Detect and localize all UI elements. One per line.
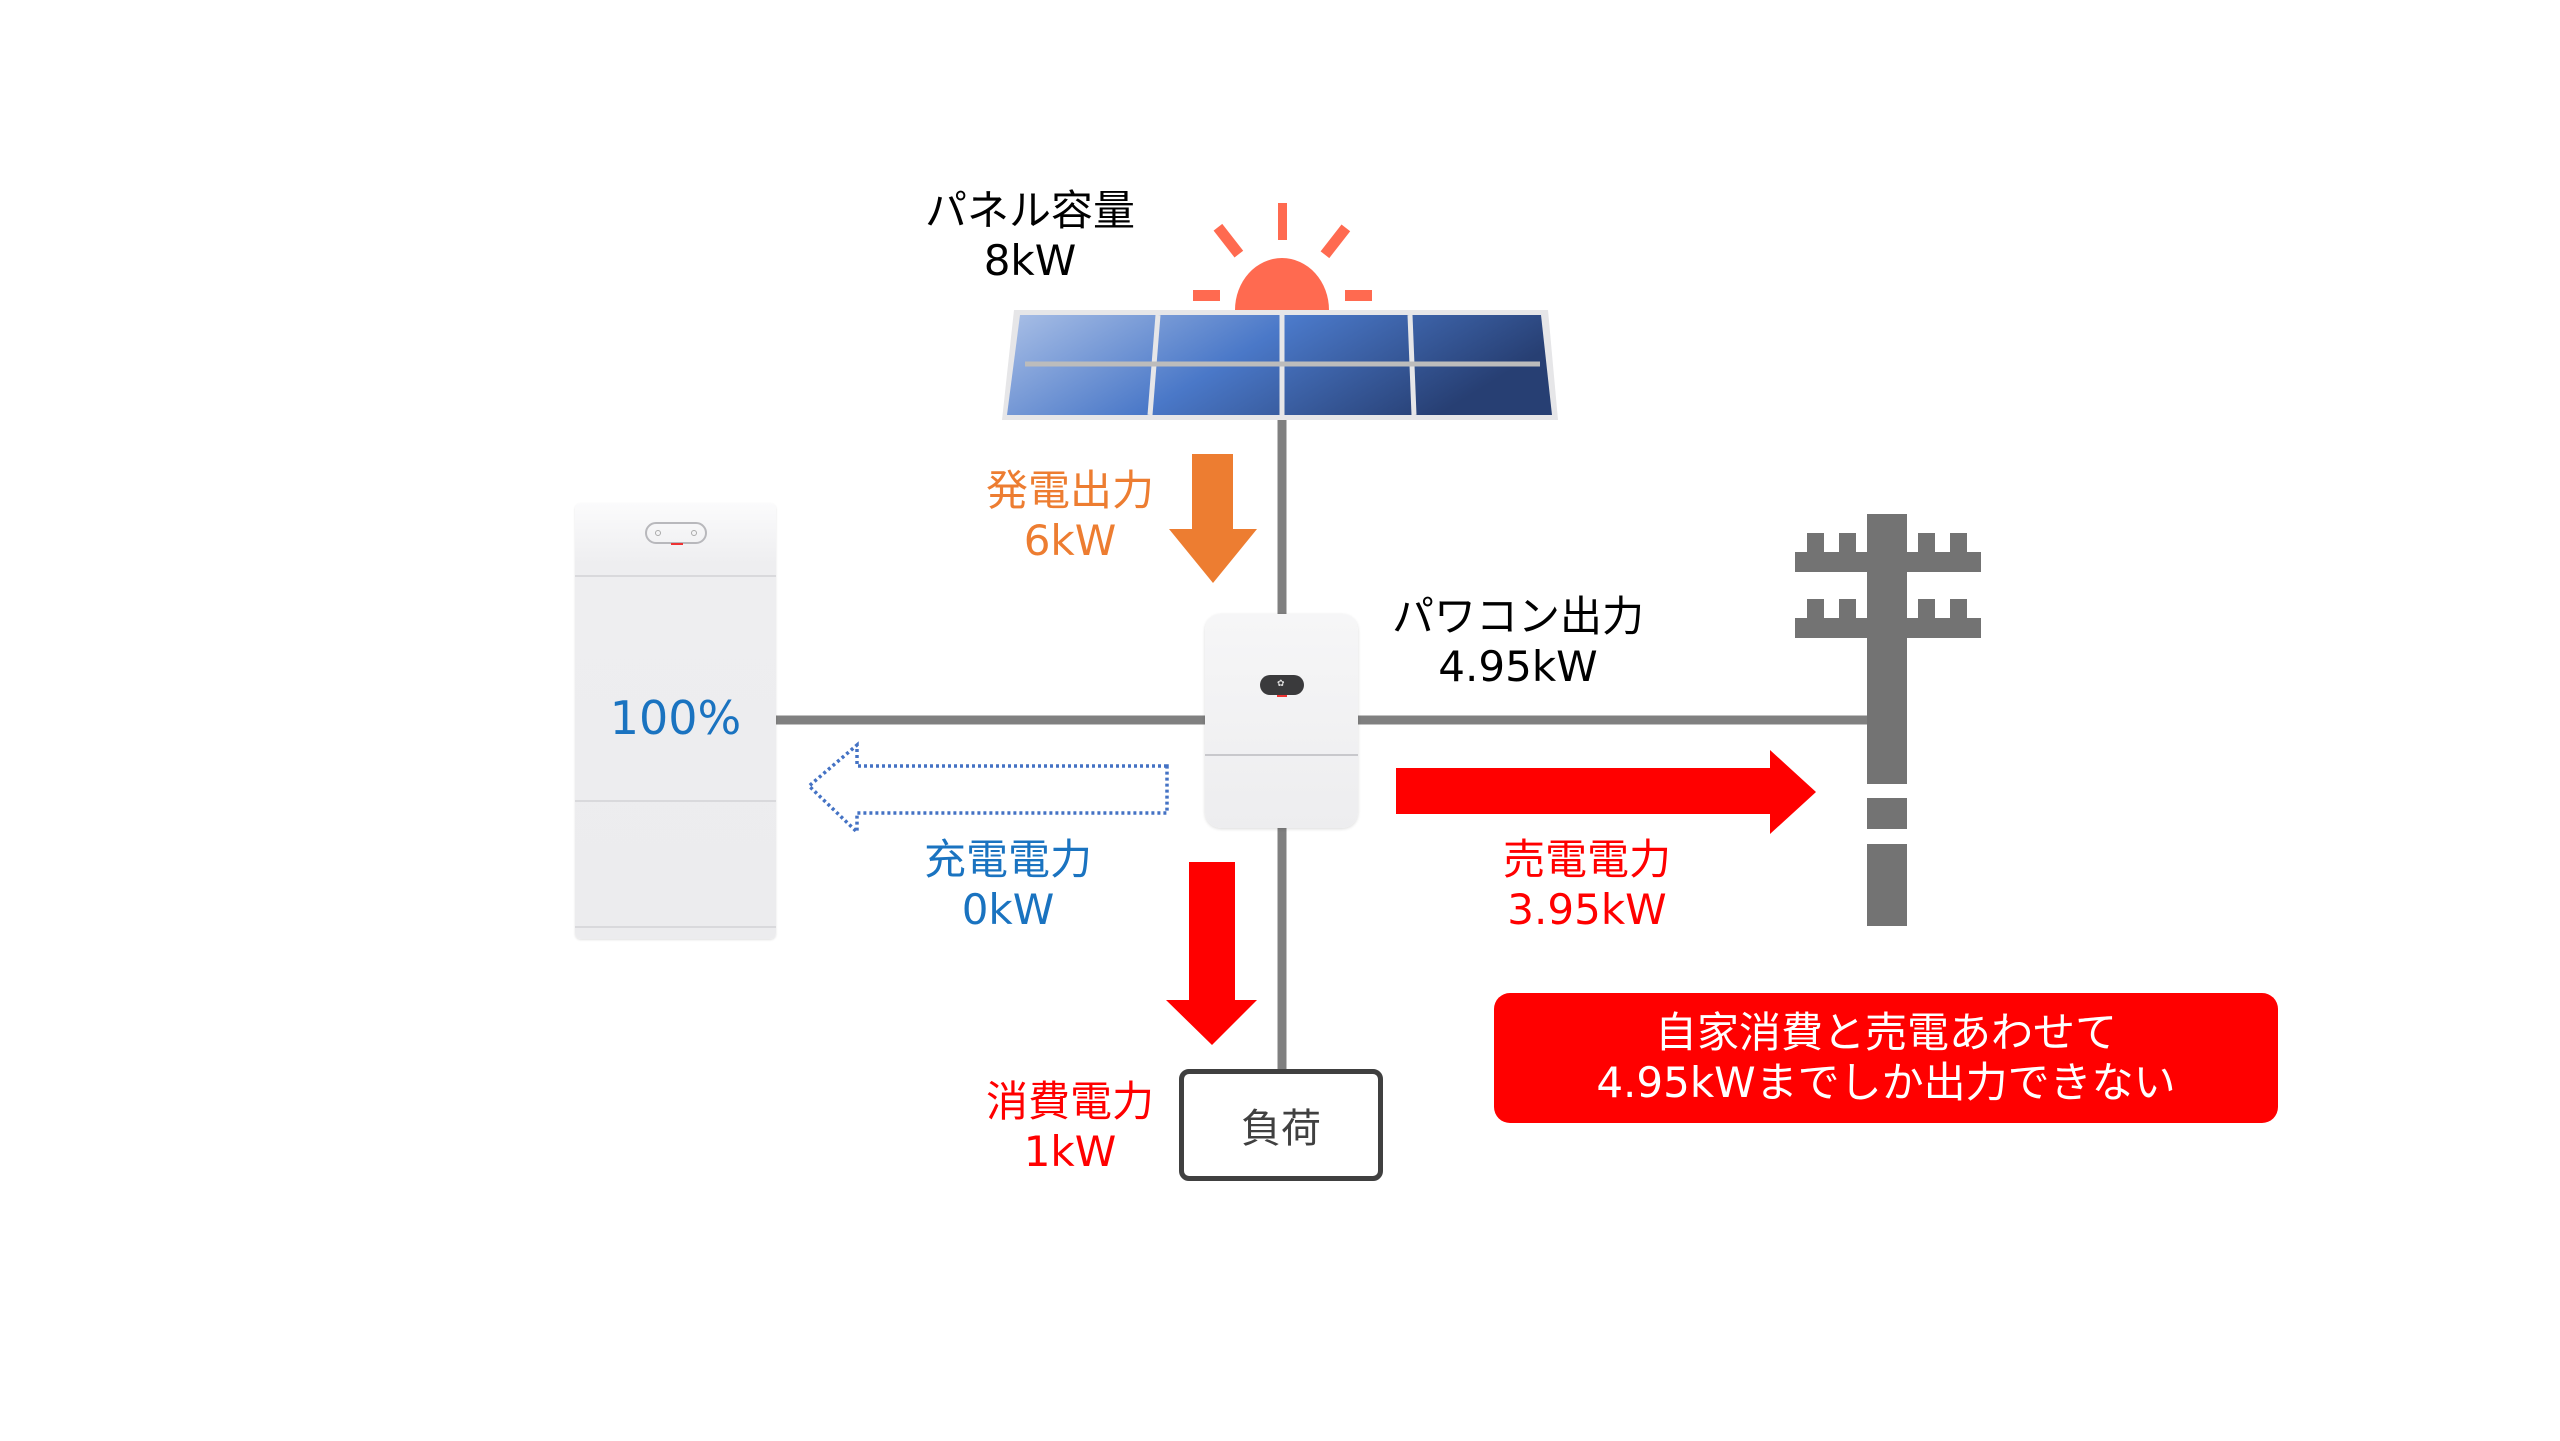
generation-label: 発電出力 6kW xyxy=(986,466,1154,565)
battery-unit: 100% xyxy=(575,503,776,939)
consumption-value: 1kW xyxy=(1023,1126,1117,1176)
charging-title: 充電電力 xyxy=(923,835,1093,884)
callout-line-1: 自家消費と売電あわせて xyxy=(1654,1007,2117,1057)
charging-value: 0kW xyxy=(961,884,1055,934)
charging-arrow-dotted xyxy=(806,741,1169,837)
consumption-title: 消費電力 xyxy=(985,1077,1155,1126)
panel-capacity-value: 8kW xyxy=(983,235,1077,285)
inverter-display: ✿ xyxy=(1260,675,1304,697)
charging-label: 充電電力 0kW xyxy=(924,835,1092,934)
generation-title: 発電出力 xyxy=(985,466,1155,515)
output-limit-callout: 自家消費と売電あわせて 4.95kWまでしか出力できない xyxy=(1494,993,2278,1123)
consumption-label: 消費電力 1kW xyxy=(986,1077,1154,1176)
generation-value: 6kW xyxy=(1023,515,1117,565)
selling-label: 売電電力 3.95kW xyxy=(1503,835,1671,934)
panel-capacity-title: パネル容量 xyxy=(924,186,1136,235)
selling-title: 売電電力 xyxy=(1502,835,1672,884)
load-box: 負荷 xyxy=(1179,1069,1383,1181)
solar-panel-icon xyxy=(1002,310,1558,420)
selling-arrow xyxy=(1396,750,1816,834)
callout-line-2: 4.95kWまでしか出力できない xyxy=(1596,1058,2176,1107)
inverter-output-value: 4.95kW xyxy=(1438,641,1598,691)
load-label: 負荷 xyxy=(1241,1106,1321,1152)
generation-arrow xyxy=(1169,454,1257,583)
consumption-arrow xyxy=(1166,862,1257,1045)
inverter-output-label: パワコン出力 4.95kW xyxy=(1392,592,1644,691)
battery-soc: 100% xyxy=(609,691,742,745)
utility-pole-icon xyxy=(1795,514,1981,926)
selling-value: 3.95kW xyxy=(1507,884,1667,934)
power-conditioner-unit: ✿ xyxy=(1205,614,1358,828)
sun-icon xyxy=(1193,203,1372,310)
battery-brand-badge xyxy=(645,522,707,545)
inverter-output-title: パワコン出力 xyxy=(1391,592,1645,641)
panel-capacity-label: パネル容量 8kW xyxy=(925,186,1135,285)
